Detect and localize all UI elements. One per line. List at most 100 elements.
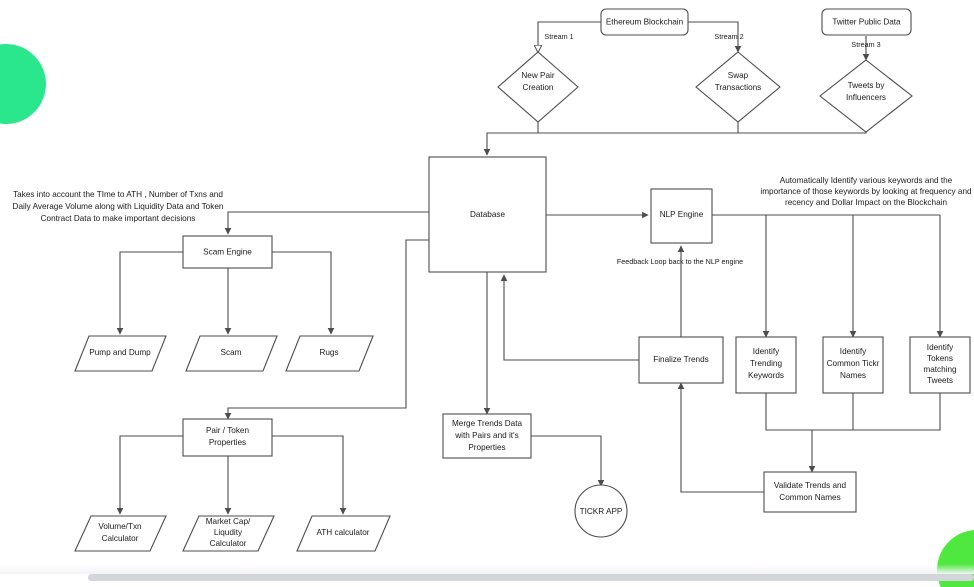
note-scam-engine: Takes into account the TIme to ATH , Num… xyxy=(13,190,224,223)
scam-parallelogram[interactable] xyxy=(185,335,278,372)
node-new-pair-creation[interactable]: New Pair Creation xyxy=(497,51,579,123)
node-volume-txn-calculator[interactable]: Volume/Txn Calculator xyxy=(74,515,167,552)
edge-tickr-names-to-validate xyxy=(812,393,854,431)
node-rugs[interactable]: Rugs xyxy=(285,335,374,372)
node-scam[interactable]: Scam xyxy=(185,335,278,372)
identify-common-tickr-names-label-line-2: Common Tickr xyxy=(827,359,880,368)
ath-calculator-parallelogram[interactable] xyxy=(296,515,391,552)
merge-trends-data-box[interactable] xyxy=(442,413,532,459)
database-box[interactable] xyxy=(428,156,547,273)
node-tickr-app[interactable]: TICKR APP xyxy=(574,484,628,538)
identify-common-tickr-names-box[interactable] xyxy=(822,336,884,394)
tweets-by-influencers-label-line-2: Influencers xyxy=(846,93,886,102)
node-ath-calculator[interactable]: ATH calculator xyxy=(296,515,391,552)
merge-trends-data-label-line-3: Properties xyxy=(468,443,505,452)
stream-2-label: Stream 2 xyxy=(714,32,743,41)
node-market-cap-liqudity-calculator[interactable]: Market Cap/ Liqudity Calculator xyxy=(182,515,275,552)
identify-trending-keywords-box[interactable] xyxy=(735,336,797,394)
rugs-parallelogram[interactable] xyxy=(285,335,374,372)
node-pump-and-dump[interactable]: Pump and Dump xyxy=(74,335,167,372)
scam-engine-box[interactable] xyxy=(182,235,273,269)
edge-tokens-matching-to-validate xyxy=(853,393,941,431)
identify-tokens-matching-tweets-label-line-2: Tokens xyxy=(927,354,953,363)
identify-trending-keywords-label-line-3: Keywords xyxy=(748,371,784,380)
swap-transactions-label-line-2: Transactions xyxy=(715,83,762,92)
finalize-trends-label: Finalize Trends xyxy=(653,355,709,364)
swap-transactions-diamond[interactable] xyxy=(695,51,781,123)
nlp-engine-label: NLP Engine xyxy=(660,210,704,219)
node-identify-trending-keywords[interactable]: Identify Trending Keywords xyxy=(735,336,797,394)
volume-txn-calculator-label-line-1: Volume/Txn xyxy=(98,522,142,531)
scam-engine-note-line-2: Daily Average Volume along with Liquidit… xyxy=(13,202,224,211)
node-merge-trends-data[interactable]: Merge Trends Data with Pairs and it's Pr… xyxy=(442,413,532,459)
volume-txn-calculator-label-line-2: Calculator xyxy=(102,534,139,543)
pair-token-properties-box[interactable] xyxy=(182,418,273,457)
validate-trends-box[interactable] xyxy=(763,471,857,513)
horizontal-scrollbar[interactable] xyxy=(88,574,974,581)
database-label: Database xyxy=(470,210,505,219)
validate-trends-label-line-2: Common Names xyxy=(779,493,840,502)
edge-trending-keywords-to-validate xyxy=(765,393,816,473)
node-identify-tokens-matching-tweets[interactable]: Identify Tokens matching Tweets xyxy=(909,336,971,394)
node-twitter-public-data[interactable]: Twitter Public Data xyxy=(821,8,912,36)
new-pair-creation-diamond[interactable] xyxy=(497,51,579,123)
edge-merge-trends-to-tickr-app xyxy=(531,435,605,487)
edge-new-pair-to-database xyxy=(483,122,539,156)
merge-trends-data-label-line-2: with Pairs and it's xyxy=(454,431,518,440)
twitter-public-data-box[interactable] xyxy=(821,8,912,36)
node-identify-common-tickr-names[interactable]: Identify Common Tickr Names xyxy=(822,336,884,394)
finalize-trends-box[interactable] xyxy=(638,336,724,384)
stream-1-label: Stream 1 xyxy=(544,32,573,41)
edge-database-to-scam-engine xyxy=(224,211,429,235)
validate-trends-label-line-1: Validate Trends and xyxy=(774,481,847,490)
tweets-by-influencers-diamond[interactable] xyxy=(819,59,913,133)
identify-trending-keywords-label-line-1: Identify xyxy=(753,347,780,356)
node-database[interactable]: Database xyxy=(428,156,547,273)
tickr-app-circle[interactable] xyxy=(574,484,628,538)
identify-tokens-matching-tweets-label-line-1: Identify xyxy=(927,343,954,352)
node-pair-token-properties[interactable]: Pair / Token Properties xyxy=(182,418,273,457)
nlp-engine-note-line-2: importance of those keywords by looking … xyxy=(760,187,972,196)
scam-label: Scam xyxy=(221,348,242,357)
edge-tweets-to-bus xyxy=(738,132,867,134)
node-validate-trends[interactable]: Validate Trends and Common Names xyxy=(763,471,857,513)
market-cap-liqudity-calculator-parallelogram[interactable] xyxy=(182,515,275,552)
pump-and-dump-label: Pump and Dump xyxy=(89,348,151,357)
scam-engine-label: Scam Engine xyxy=(203,248,252,257)
market-cap-liqudity-label-line-1: Market Cap/ xyxy=(206,517,251,526)
new-pair-creation-label-line-1: New Pair xyxy=(521,71,554,80)
ethereum-blockchain-label: Ethereum Blockchain xyxy=(606,18,684,27)
node-swap-transactions[interactable]: Swap Transactions xyxy=(695,51,781,123)
pair-token-properties-label-line-1: Pair / Token xyxy=(206,426,250,435)
pump-and-dump-parallelogram[interactable] xyxy=(74,335,167,372)
identify-common-tickr-names-label-line-3: Names xyxy=(840,371,866,380)
stream-3-label: Stream 3 xyxy=(851,40,880,49)
feedback-loop-label: Feedback Loop back to the NLP engine xyxy=(617,257,743,266)
identify-common-tickr-names-label-line-1: Identify xyxy=(840,347,867,356)
edge-database-to-pair-token-properties xyxy=(224,239,429,420)
decorative-circle-top-left xyxy=(0,44,46,124)
nlp-engine-note-line-3: recency and Dollar Impact on the Blockch… xyxy=(785,198,947,207)
node-nlp-engine[interactable]: NLP Engine xyxy=(650,188,713,244)
node-ethereum-blockchain[interactable]: Ethereum Blockchain xyxy=(600,8,689,36)
node-scam-engine[interactable]: Scam Engine xyxy=(182,235,273,269)
identify-tokens-matching-tweets-label-line-3: matching xyxy=(923,365,957,374)
node-finalize-trends[interactable]: Finalize Trends xyxy=(638,336,724,384)
new-pair-creation-label-line-2: Creation xyxy=(523,83,554,92)
rugs-label: Rugs xyxy=(319,348,338,357)
twitter-public-data-label: Twitter Public Data xyxy=(832,18,901,27)
volume-txn-calculator-parallelogram[interactable] xyxy=(74,515,167,552)
scam-engine-note-line-3: Contract Data to make important decision… xyxy=(41,214,196,223)
edge-validate-to-finalize-trends xyxy=(677,382,764,493)
edge-scam-engine-to-rugs xyxy=(272,251,335,335)
tickr-app-label: TICKR APP xyxy=(580,507,623,516)
nlp-engine-box[interactable] xyxy=(650,188,713,244)
node-tweets-by-influencers[interactable]: Tweets by Influencers xyxy=(819,59,913,133)
ethereum-blockchain-box[interactable] xyxy=(600,8,689,36)
swap-transactions-label-line-1: Swap xyxy=(728,71,749,80)
identify-tokens-matching-tweets-box[interactable] xyxy=(909,336,971,394)
identify-trending-keywords-label-line-2: Trending xyxy=(750,359,782,368)
edge-swap-to-bus xyxy=(487,122,739,134)
